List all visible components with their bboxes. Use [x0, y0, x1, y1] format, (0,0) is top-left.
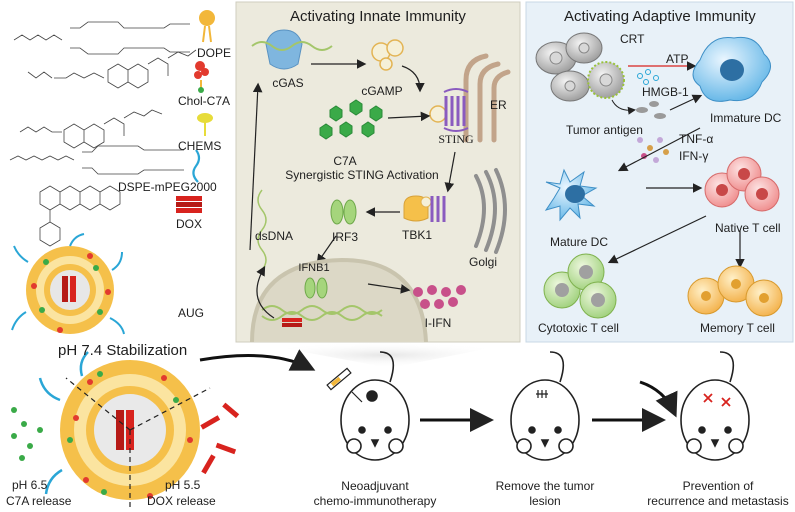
mouse-prevention: [680, 351, 750, 461]
cgamp-icon: [371, 39, 404, 71]
memory-t-cell-icon: [687, 265, 783, 317]
dope-structure: [13, 21, 190, 55]
cytotoxic-t-cell-icon: [543, 253, 617, 319]
tumor-antigen-label: Tumor antigen: [566, 123, 643, 137]
immature-dc-label: Immature DC: [710, 111, 782, 125]
cgas-label: cGAS: [272, 76, 304, 90]
ph74-label: pH 7.4 Stabilization: [58, 342, 188, 359]
dope-icon: [199, 10, 215, 43]
cgas-icon: [251, 29, 333, 70]
irf3-icon: [330, 199, 357, 225]
tbk1-label: TBK1: [401, 228, 433, 242]
dox-structure: [39, 185, 121, 247]
tumor-antigen-icon: [636, 101, 666, 119]
atp-label: ATP: [666, 52, 689, 66]
native-t-cell-label: Native T cell: [715, 221, 781, 235]
dsdna-label: dsDNA: [255, 229, 294, 243]
chol-c7a-structure: [27, 49, 197, 89]
memory-t-cell-label: Memory T cell: [700, 321, 775, 335]
components-panel: [2, 2, 231, 342]
cgamp-label: cGAMP: [361, 84, 403, 98]
i-ifn-icon: [413, 285, 466, 309]
sting-label: STING: [438, 132, 474, 146]
bottom-section: [11, 342, 750, 510]
innate-panel: [235, 1, 521, 343]
neoadjuvant-label-2: chemo-immunotherapy: [313, 494, 437, 508]
adaptive-title: Activating Adaptive Immunity: [564, 8, 756, 25]
prevention-label-2: recurrence and metastasis: [647, 494, 789, 508]
ph55-label: pH 5.5: [165, 478, 201, 492]
c7a-release-label: C7A release: [6, 494, 72, 508]
remove-tumor-label-2: lesion: [529, 494, 561, 508]
dspe-mpeg2000-label: DSPE-mPEG2000: [118, 180, 217, 194]
syringe-icon: [326, 367, 363, 403]
neoadjuvant-label-1: Neoadjuvant: [341, 479, 409, 493]
golgi-icon: [474, 168, 507, 254]
chol-c7a-icon: [194, 61, 209, 93]
ifnb1-label: IFNB1: [298, 262, 330, 274]
chol-c7a-label: Chol-C7A: [178, 94, 231, 108]
ph65-label: pH 6.5: [12, 478, 48, 492]
ifn-gamma-label: IFN-γ: [679, 149, 709, 163]
mouse-remove-tumor: [510, 351, 580, 461]
ph-nanoparticle: [38, 351, 211, 510]
tnf-alpha-label: TNF-α: [679, 132, 714, 146]
dspe-structure: [9, 145, 184, 175]
mature-dc-icon: [544, 168, 598, 222]
golgi-label: Golgi: [469, 255, 498, 269]
crt-label: CRT: [620, 32, 645, 46]
er-icon: [463, 53, 511, 143]
mouse-neoadjuvant: [340, 351, 410, 461]
native-t-cell-icon: [704, 156, 780, 212]
dsdna-icon: [257, 189, 267, 271]
mature-dc-label: Mature DC: [550, 235, 609, 249]
remove-tumor-label-1: Remove the tumor: [495, 479, 595, 493]
dox-icon: [176, 196, 202, 213]
chems-icon: [197, 113, 213, 136]
innate-title: Activating Innate Immunity: [290, 8, 466, 25]
dspe-icon: [192, 149, 201, 183]
i-ifn-label: I-IFN: [424, 316, 452, 330]
chems-structure: [19, 109, 163, 149]
dox-label: DOX: [176, 217, 203, 231]
cytokine-dots: [637, 137, 669, 163]
hmgb1-label: HMGB-1: [642, 85, 689, 99]
immature-dc-icon: [692, 36, 771, 102]
released-c7a: [11, 407, 43, 461]
irf3-label: IRF3: [331, 230, 359, 244]
tbk1-icon: [403, 195, 446, 222]
chems-label: CHEMS: [178, 139, 222, 153]
released-dox: [200, 402, 240, 475]
er-label: ER: [490, 98, 507, 112]
c7a-icon: [319, 99, 383, 140]
synergistic-label: Synergistic STING Activation: [285, 168, 439, 182]
tumor-cells: [535, 32, 625, 102]
dox-release-label: DOX release: [147, 494, 216, 508]
adaptive-panel: [525, 1, 794, 343]
aug-nanoparticle: [11, 233, 125, 335]
cytotoxic-t-cell-label: Cytotoxic T cell: [538, 321, 619, 335]
atp-hmgb-dots: [637, 69, 659, 85]
prevention-label-1: Prevention of: [682, 479, 754, 493]
dope-label: DOPE: [197, 46, 232, 60]
c7a-label: C7A: [333, 154, 357, 168]
nucleus: [250, 257, 428, 343]
aug-label: AUG: [178, 306, 205, 320]
